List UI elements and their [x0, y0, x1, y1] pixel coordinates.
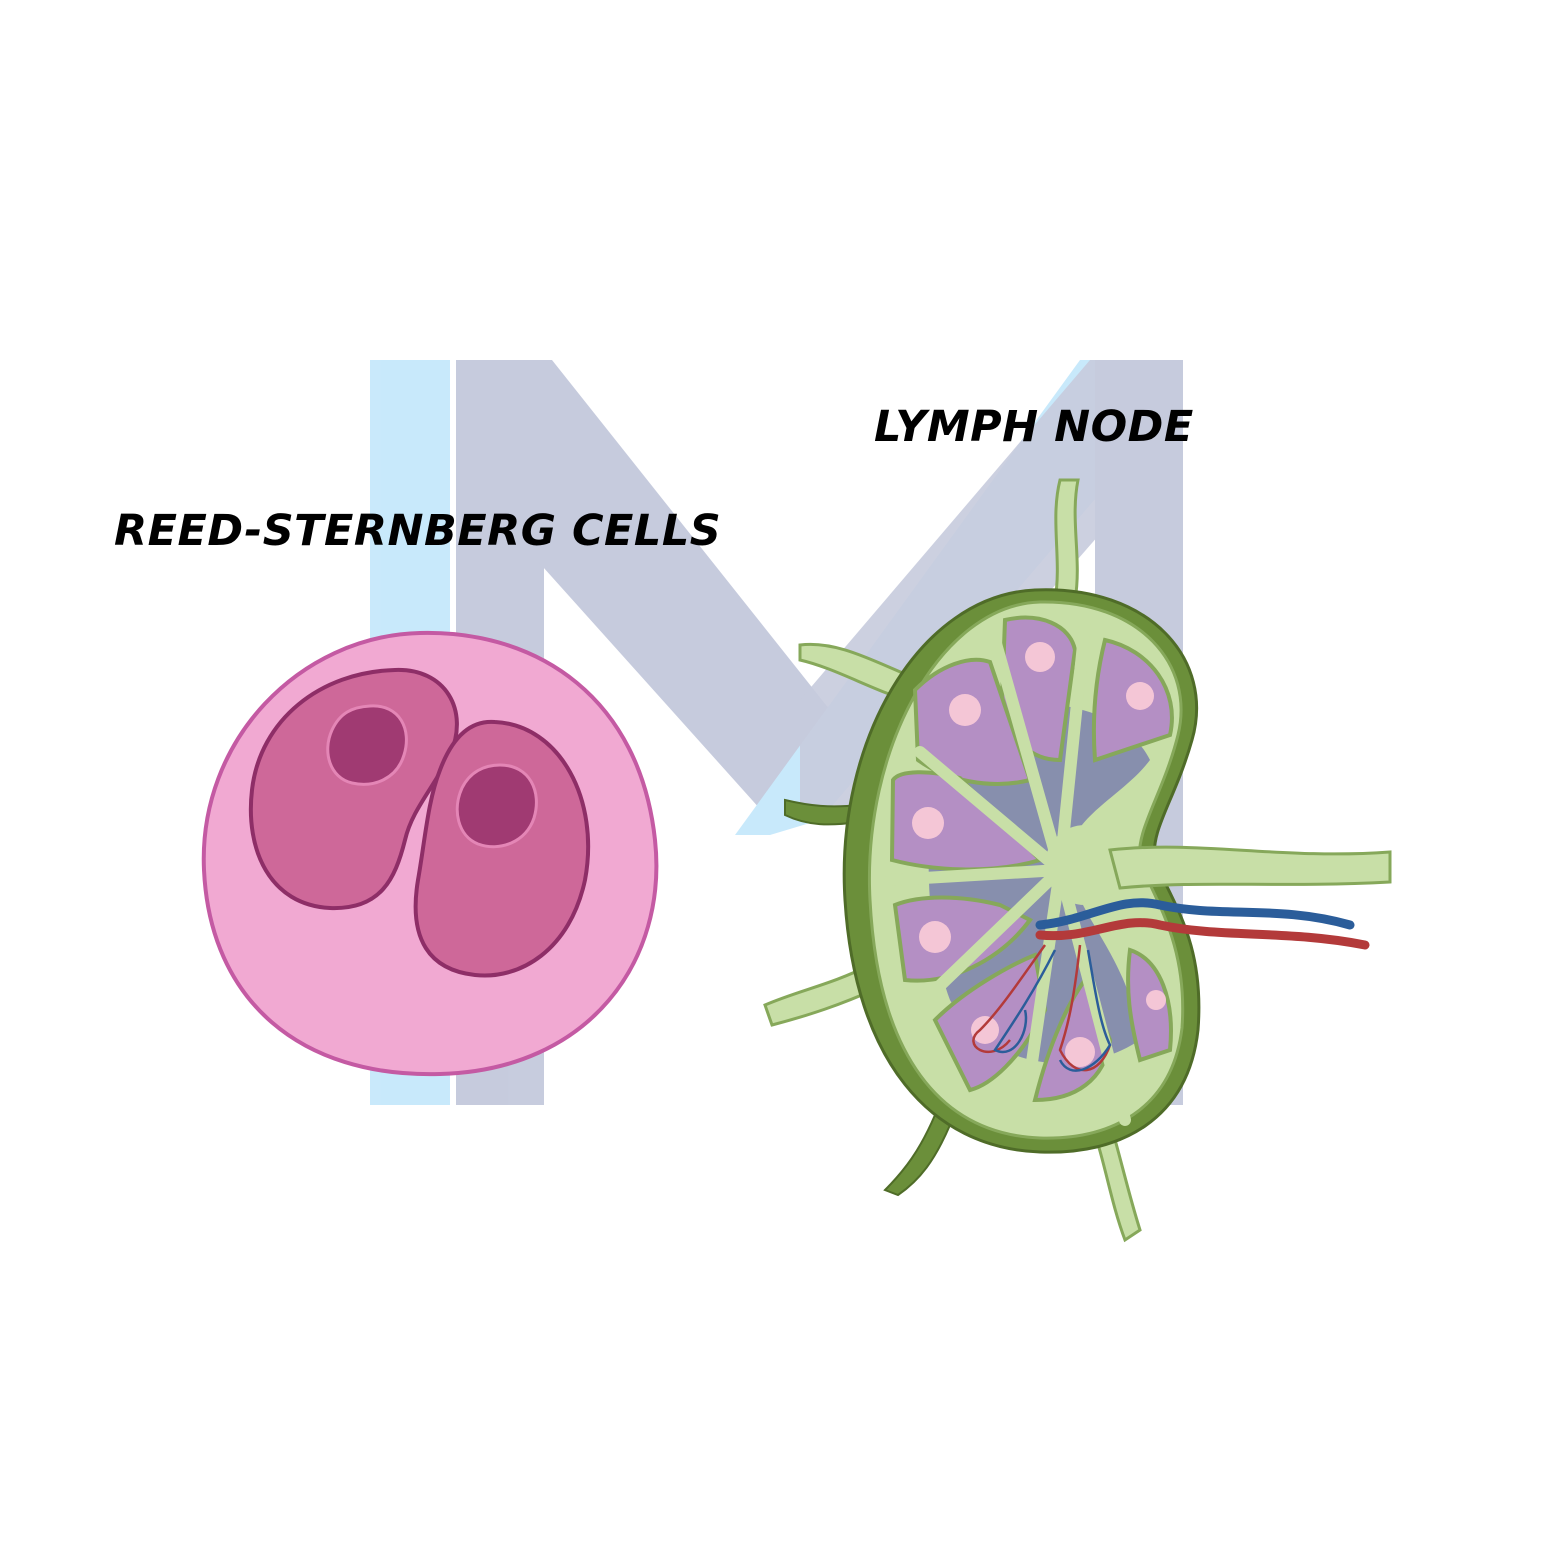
reed-sternberg-label: REED-STERNBERG CELLS	[114, 506, 722, 556]
lymph-node-label: LYMPH NODE	[874, 402, 1194, 452]
